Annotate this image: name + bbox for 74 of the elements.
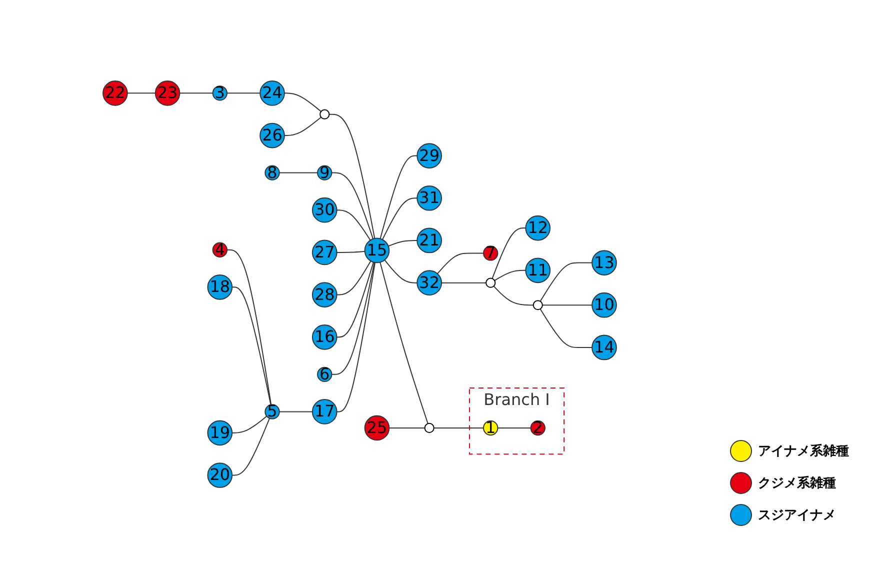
node-circle: 19 xyxy=(208,420,233,446)
connector xyxy=(540,308,593,348)
node-circle: 8 xyxy=(264,166,280,181)
node-circle: 29 xyxy=(416,143,442,169)
node-circle: 30 xyxy=(312,198,338,224)
connector xyxy=(232,416,268,434)
connector xyxy=(540,262,593,302)
connector xyxy=(226,250,272,406)
node-circle: 4 xyxy=(212,242,228,258)
node-circle: 1 xyxy=(483,420,498,436)
node-circle: 6 xyxy=(317,367,332,382)
connector xyxy=(127,92,156,94)
connector xyxy=(328,114,376,240)
connector xyxy=(384,260,418,284)
node-circle xyxy=(320,110,330,120)
connector xyxy=(332,262,376,376)
node-circle: 7 xyxy=(483,246,498,262)
connector xyxy=(336,210,372,242)
node-circle: 13 xyxy=(592,250,618,276)
connector xyxy=(336,260,372,296)
node-circle: 15 xyxy=(364,238,390,264)
connector xyxy=(279,172,318,174)
node-circle: 23 xyxy=(155,80,180,106)
node-circle: 2 xyxy=(530,420,546,436)
node-circle: 12 xyxy=(525,216,551,241)
connector xyxy=(380,262,429,424)
connector xyxy=(437,252,484,274)
connector xyxy=(388,240,418,247)
node-circle xyxy=(486,278,496,288)
connector xyxy=(336,262,376,412)
node-circle: 9 xyxy=(317,166,332,181)
connector xyxy=(232,418,270,476)
node-circle xyxy=(533,300,544,310)
node-circle: 3 xyxy=(212,86,228,102)
connector xyxy=(382,198,418,240)
connector xyxy=(284,117,322,136)
node-circle: 14 xyxy=(592,335,618,360)
connector xyxy=(226,92,261,94)
node-circle: 31 xyxy=(416,186,442,212)
node-circle: 26 xyxy=(260,123,286,148)
node-circle xyxy=(424,423,435,434)
connector xyxy=(232,286,272,406)
connector xyxy=(441,282,487,284)
connector xyxy=(332,172,374,240)
node-circle: 16 xyxy=(312,324,338,350)
node-circle: 20 xyxy=(208,462,233,488)
node-circle: 17 xyxy=(312,399,338,425)
connector xyxy=(497,428,532,429)
connector xyxy=(336,251,366,254)
legend-label: クジメ系雑種 xyxy=(758,474,836,492)
connector xyxy=(380,156,418,240)
connector xyxy=(494,270,526,282)
connector xyxy=(388,428,426,429)
connector xyxy=(336,262,374,338)
node-circle: 32 xyxy=(416,270,442,296)
connector xyxy=(492,228,526,280)
legend-label: スジアイナメ xyxy=(758,507,836,524)
node-circle: 22 xyxy=(102,80,128,106)
connector xyxy=(434,428,484,429)
connector xyxy=(494,286,534,306)
node-circle: 10 xyxy=(592,292,618,318)
connector xyxy=(279,411,314,412)
node-circle: 27 xyxy=(312,240,338,266)
legend-label: アイナメ系雑種 xyxy=(758,442,849,460)
connector xyxy=(542,304,593,306)
connector xyxy=(284,92,322,112)
node-circle: 28 xyxy=(312,282,338,308)
node-circle: 5 xyxy=(264,404,280,420)
node-circle: 11 xyxy=(525,258,551,284)
connector xyxy=(180,92,214,94)
node-circle: 18 xyxy=(208,274,233,300)
node-circle: 24 xyxy=(260,80,286,106)
node-circle: 21 xyxy=(416,228,442,254)
node-circle: 25 xyxy=(364,416,390,441)
